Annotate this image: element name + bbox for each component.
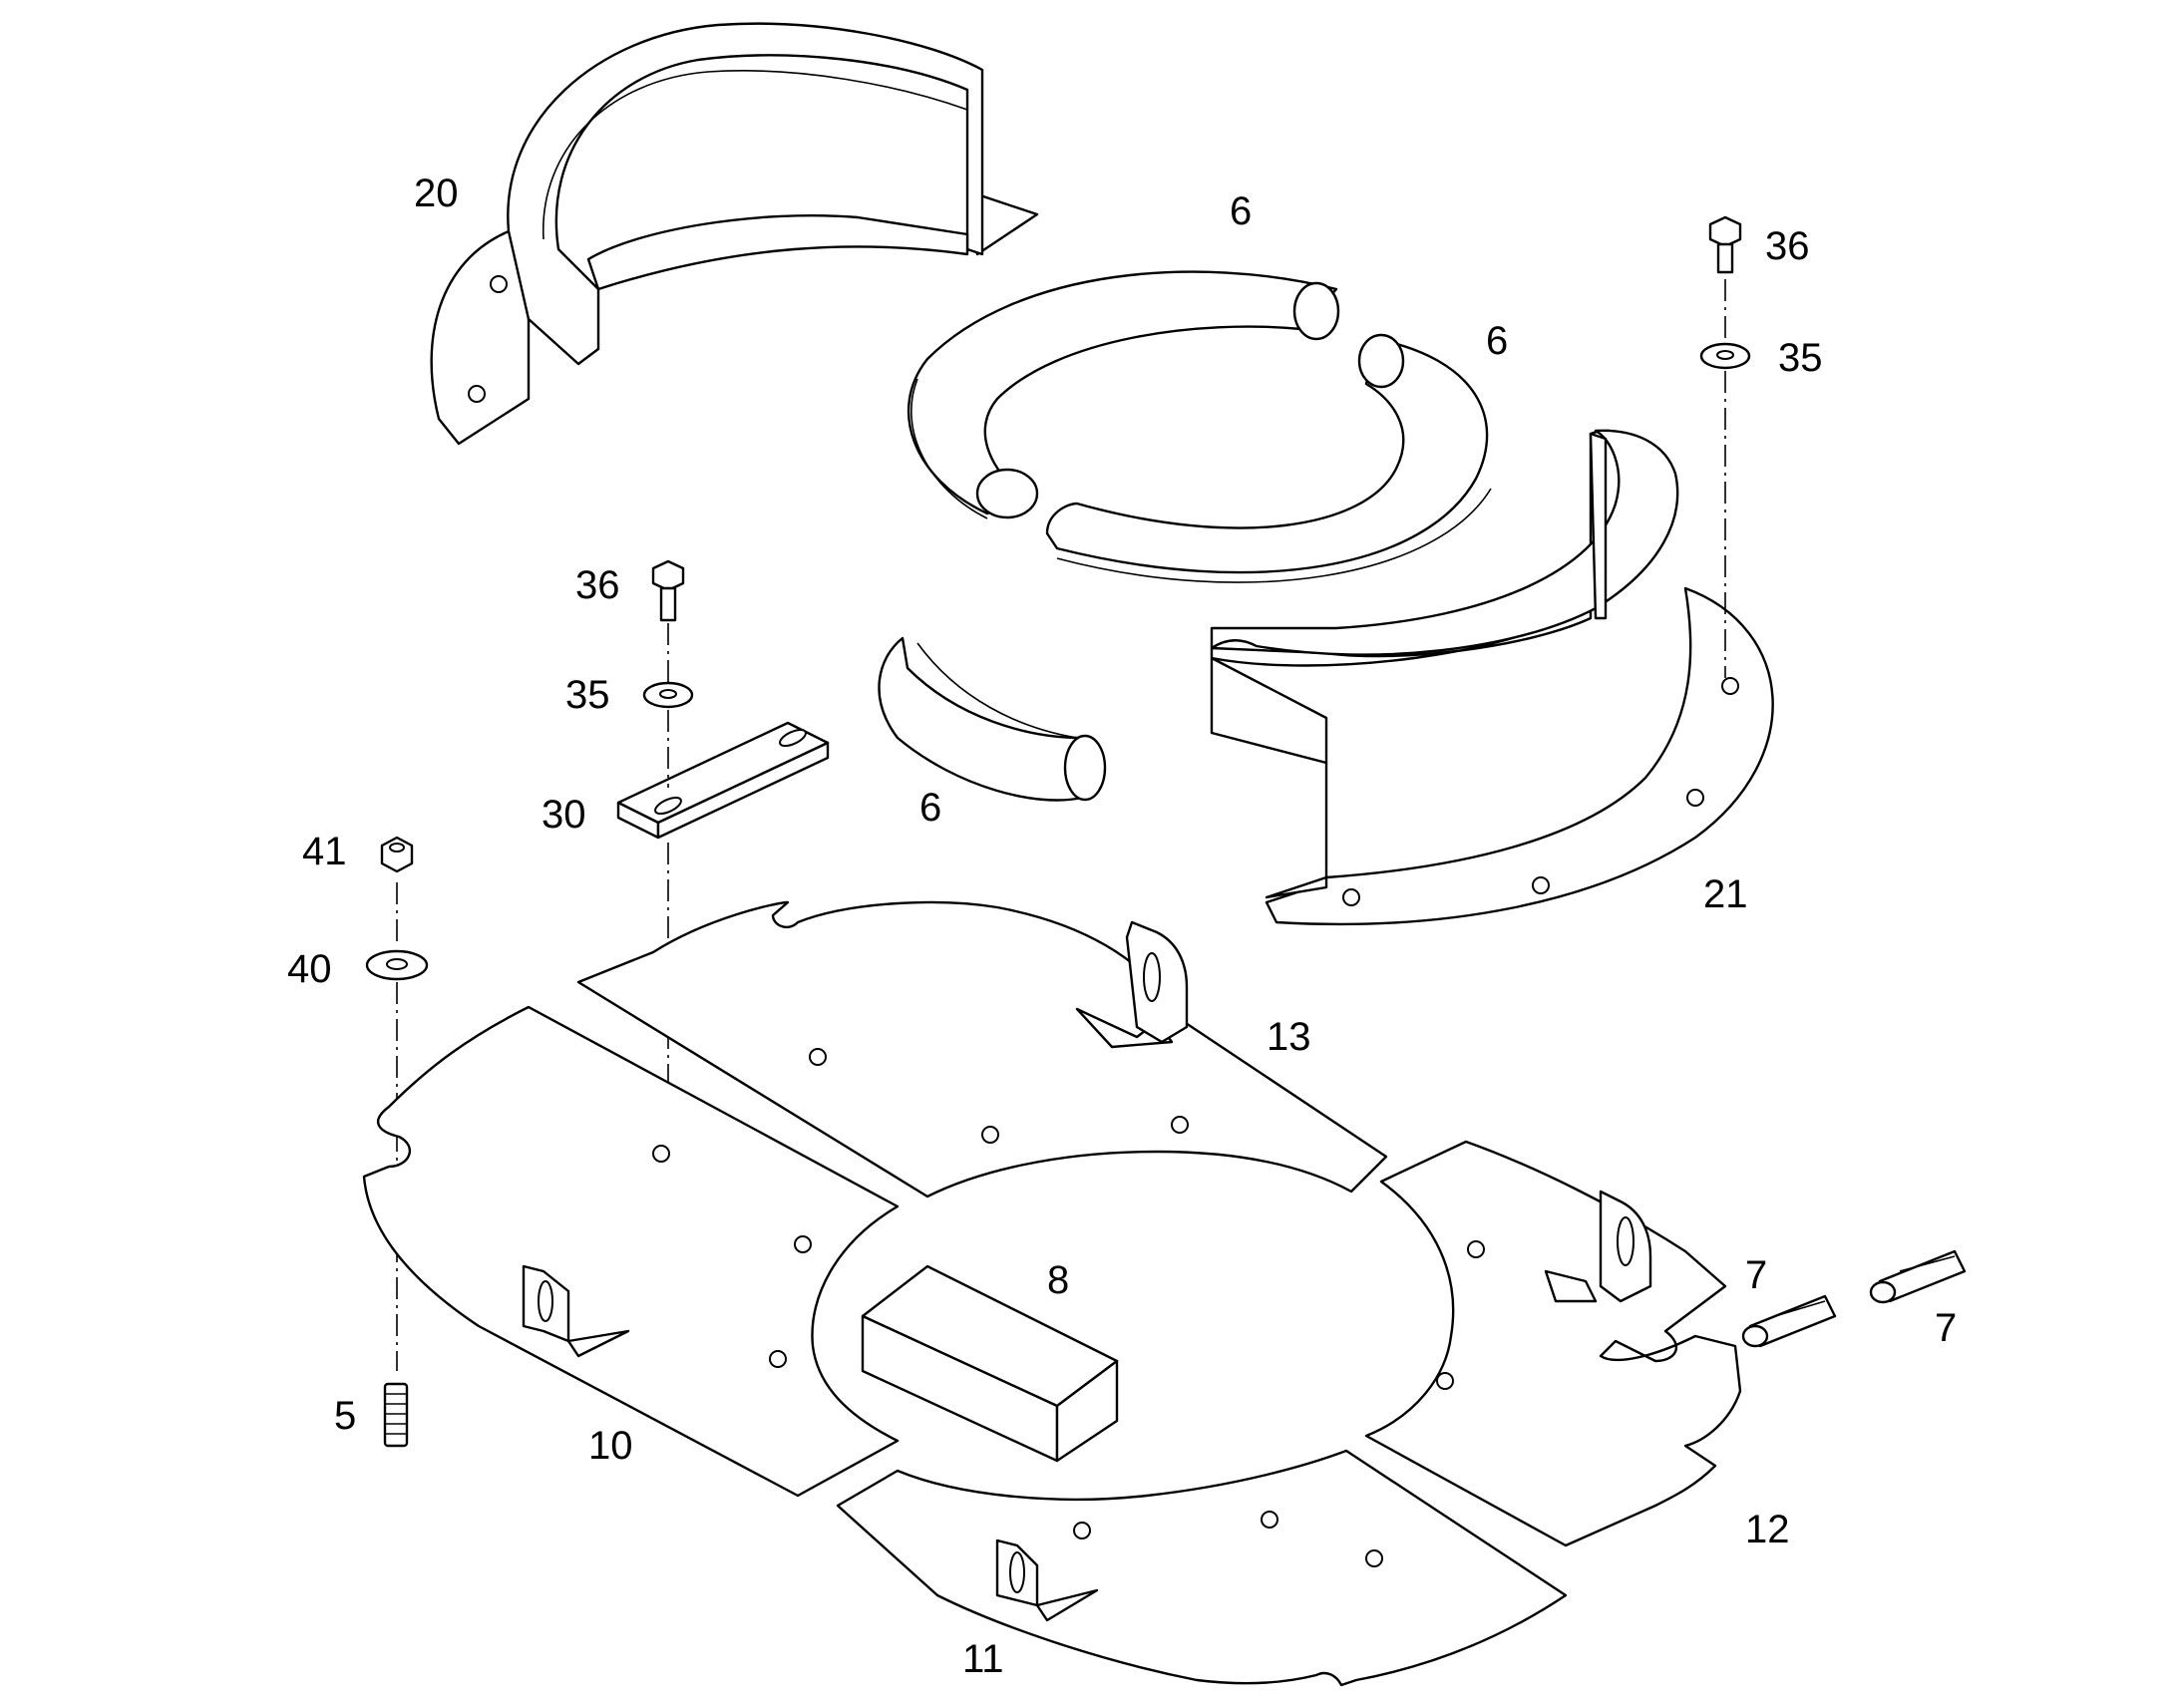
plate-30 bbox=[616, 721, 830, 840]
nut-41 bbox=[380, 836, 414, 873]
callout-7-left: 7 bbox=[1745, 1253, 1767, 1297]
callout-36-center: 36 bbox=[575, 563, 620, 607]
callout-10: 10 bbox=[588, 1424, 633, 1468]
callout-30: 30 bbox=[542, 793, 586, 837]
callout-40: 40 bbox=[287, 947, 332, 991]
callout-8: 8 bbox=[1047, 1258, 1069, 1302]
callout-36-right: 36 bbox=[1765, 224, 1810, 268]
callout-35-center: 35 bbox=[565, 673, 610, 717]
callout-6-right: 6 bbox=[1486, 319, 1508, 363]
bolt-36-right bbox=[1708, 215, 1742, 274]
callout-7-right: 7 bbox=[1935, 1306, 1957, 1350]
part-20-collar bbox=[430, 22, 1039, 446]
part-7-clip-right bbox=[1869, 1249, 1967, 1304]
part-10-plate bbox=[362, 1005, 900, 1498]
washer-35-right bbox=[1699, 342, 1751, 370]
callout-12: 12 bbox=[1745, 1508, 1790, 1551]
callout-35-right: 35 bbox=[1778, 336, 1823, 380]
callouts: 20 6 6 36 35 36 35 30 6 41 40 21 13 8 7 … bbox=[287, 171, 1957, 1681]
part-21-collar bbox=[1210, 429, 1774, 926]
callout-20: 20 bbox=[414, 171, 459, 215]
callout-6-top: 6 bbox=[1230, 189, 1252, 233]
stud-5 bbox=[383, 1382, 409, 1448]
part-11-plate bbox=[836, 1449, 1568, 1687]
washer-40 bbox=[365, 949, 429, 981]
part-6-ring-segment-right bbox=[1045, 333, 1492, 583]
part-6-ring-segment-upper-left bbox=[907, 270, 1340, 519]
callout-21: 21 bbox=[1703, 872, 1748, 916]
washer-35-center bbox=[642, 681, 694, 709]
part-12-plate bbox=[1364, 1140, 1742, 1547]
callout-13: 13 bbox=[1267, 1015, 1311, 1059]
part-8-block bbox=[861, 1264, 1119, 1463]
part-13-plate bbox=[576, 900, 1388, 1198]
callout-5: 5 bbox=[334, 1394, 356, 1438]
part-6-ring-segment-small bbox=[878, 636, 1107, 802]
callout-6-small: 6 bbox=[919, 786, 941, 830]
part-7-clip-left bbox=[1741, 1294, 1837, 1348]
bolt-36-center bbox=[651, 559, 685, 622]
callout-41: 41 bbox=[302, 830, 347, 873]
callout-11: 11 bbox=[962, 1637, 1004, 1681]
